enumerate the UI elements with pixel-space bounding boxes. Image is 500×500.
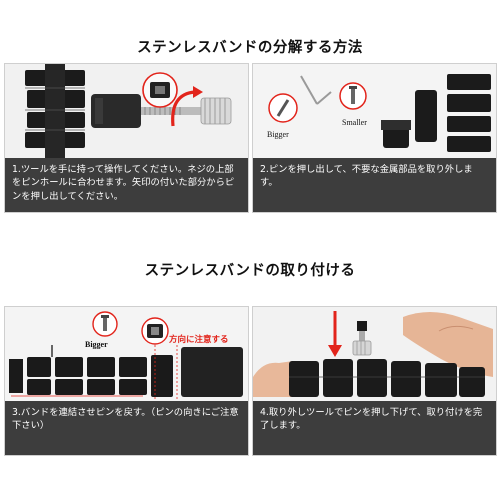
- step-panel-4: 4.取り外しツールでピンを押し下げて、取り付けを完了します。: [252, 306, 497, 456]
- section-title-disassemble: ステンレスバンドの分解する方法: [137, 40, 363, 56]
- pin-press-illustration: [253, 307, 496, 402]
- zoom-circle-icon: [142, 72, 178, 108]
- step-caption-4: 4.取り外しツールでピンを押し下げて、取り付けを完了します。: [253, 401, 496, 455]
- band-links: [9, 347, 243, 397]
- step-panel-2: Bigger Smaller 2.ピンを押し出して、不要な金属部品を取り外します…: [252, 63, 497, 213]
- step-caption-3: 3.バンドを連結させピンを戻す。（ピンの向きにご注意下さい）: [5, 401, 248, 455]
- tool-icon: [352, 321, 372, 356]
- zoom-circle-icon: [141, 317, 169, 345]
- bigger-label: Bigger: [85, 340, 108, 349]
- pin-icon: [92, 311, 118, 337]
- band-links: [383, 74, 491, 152]
- step-panel-1: 1.ツールを手に持って操作してください。ネジの上部をピンホールに合わせます。矢印…: [4, 63, 249, 213]
- pin-removal-illustration: [253, 64, 496, 159]
- down-arrow-icon: [328, 311, 342, 357]
- band-links: [289, 359, 485, 397]
- band-connect-illustration: [5, 307, 248, 402]
- step-caption-2: 2.ピンを押し出して、不要な金属部品を取り外します。: [253, 158, 496, 212]
- smaller-label: Smaller: [342, 118, 367, 127]
- direction-note: 方向に注意する: [169, 335, 229, 345]
- step-panel-3: Bigger 方向に注意する 3.バンドを連結させピンを戻す。（ピンの向きにご注…: [4, 306, 249, 456]
- curved-arrow-icon: [171, 90, 196, 127]
- step-caption-1: 1.ツールを手に持って操作してください。ネジの上部をピンホールに合わせます。矢印…: [5, 158, 248, 212]
- band-tool-illustration: [5, 64, 248, 159]
- bigger-label: Bigger: [267, 130, 289, 139]
- pin-icon: [268, 82, 367, 123]
- section-title-attach: ステンレスバンドの取り付ける: [144, 263, 356, 279]
